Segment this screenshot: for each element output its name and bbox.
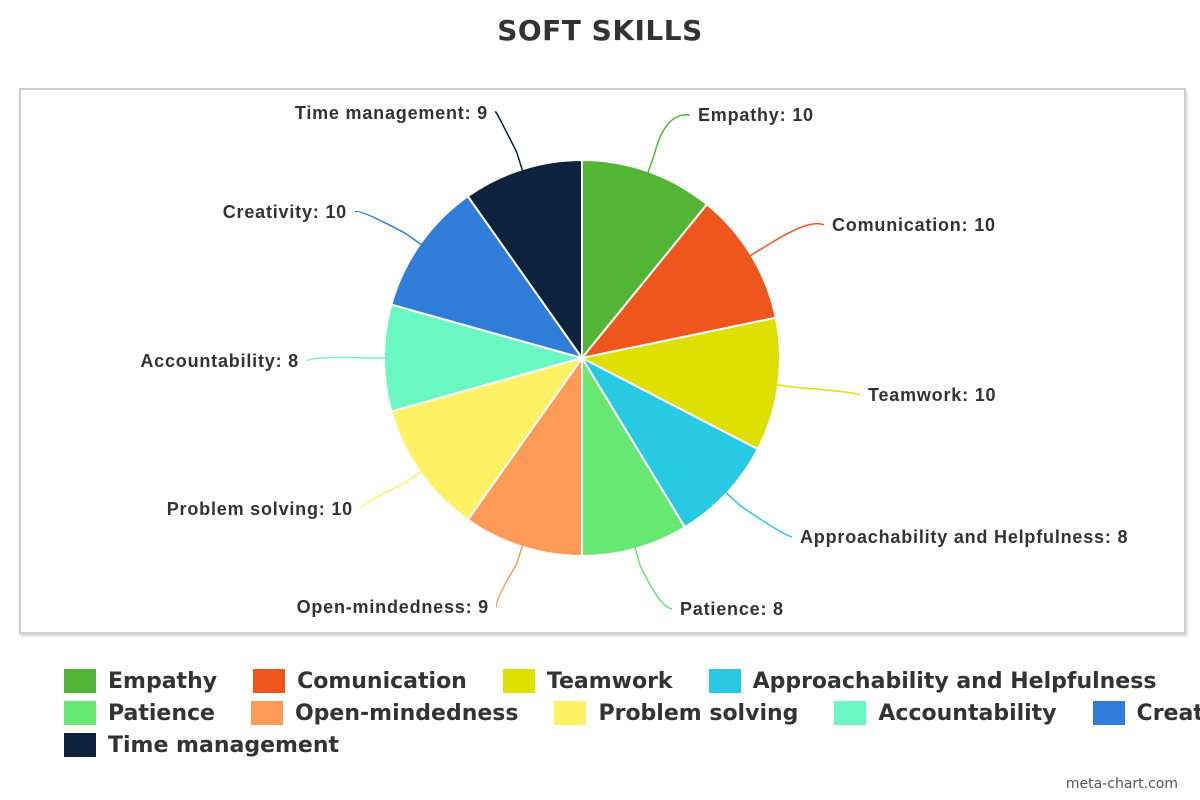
legend-label: Patience <box>108 700 215 726</box>
slice-data-label: Approachability and Helpfulness: 8 <box>800 527 1128 547</box>
legend-swatch <box>64 669 96 693</box>
slice-data-label: Empathy: 10 <box>698 105 814 125</box>
slice-data-label: Accountability: 8 <box>140 351 299 371</box>
legend-item-empathy[interactable]: Empathy <box>64 669 217 694</box>
chart-legend: Empathy Comunication Teamwork Approachabili… <box>64 665 1200 761</box>
legend-item-comunication[interactable]: Comunication <box>253 669 467 694</box>
legend-swatch <box>64 733 96 757</box>
legend-item-time-management[interactable]: Time management <box>64 733 339 758</box>
legend-swatch <box>1092 701 1125 725</box>
legend-swatch <box>834 701 867 725</box>
legend-item-accountability[interactable]: Accountability <box>834 700 1057 726</box>
slice-connector-line <box>634 546 673 610</box>
slice-data-label: Time management: 9 <box>295 103 488 123</box>
slice-connector-line <box>495 544 524 608</box>
slice-connector-line <box>360 470 423 510</box>
slice-data-label: Patience: 8 <box>680 599 784 619</box>
watermark-text: meta-chart.com <box>1065 776 1178 792</box>
slice-data-label: Teamwork: 10 <box>868 385 996 405</box>
legend-label: Approachability and Helpfulness <box>752 668 1157 694</box>
slice-connector-line <box>724 491 793 538</box>
slice-connector-line <box>494 111 524 172</box>
slice-connector-line <box>776 383 861 396</box>
slice-connector-line <box>306 356 386 362</box>
legend-item-open-mindedness[interactable]: Open-mindedness <box>250 700 519 726</box>
legend-label: Time management <box>108 732 340 758</box>
legend-label: Problem solving <box>598 700 799 726</box>
legend-label: Open-mindedness <box>294 700 519 726</box>
legend-label: Creativity <box>1136 700 1200 726</box>
slice-connector-line <box>749 222 825 257</box>
legend-item-approachability-and-helpfulness[interactable]: Approachability and Helpfulness <box>708 668 1157 694</box>
legend-item-creativity[interactable]: Creativity <box>1092 700 1200 726</box>
slice-data-label: Problem solving: 10 <box>167 499 353 519</box>
legend-row: Patience Open-mindedness Problem solving Ac… <box>64 697 1200 729</box>
slice-connector-line <box>646 114 691 174</box>
legend-swatch <box>64 701 96 725</box>
slice-connector-line <box>354 210 423 246</box>
legend-swatch <box>708 669 741 693</box>
chart-title: SOFT SKILLS <box>497 14 703 47</box>
slice-data-label: Comunication: 10 <box>832 215 996 235</box>
legend-swatch <box>554 701 587 725</box>
slice-data-label: Open-mindedness: 9 <box>297 597 489 617</box>
legend-swatch <box>250 701 283 725</box>
slice-data-label: Creativity: 10 <box>223 202 347 222</box>
legend-row: Empathy Comunication Teamwork Approachabili… <box>64 665 1174 697</box>
legend-label: Accountability <box>878 700 1057 726</box>
legend-swatch <box>253 669 286 693</box>
legend-item-problem-solving[interactable]: Problem solving <box>554 701 798 726</box>
legend-label: Teamwork <box>546 668 673 694</box>
legend-item-teamwork[interactable]: Teamwork <box>502 668 673 694</box>
legend-item-patience[interactable]: Patience <box>64 701 215 726</box>
legend-swatch <box>502 669 535 693</box>
legend-label: Comunication <box>297 668 467 694</box>
legend-row: Time management <box>64 729 1174 761</box>
legend-label: Empathy <box>108 668 218 694</box>
